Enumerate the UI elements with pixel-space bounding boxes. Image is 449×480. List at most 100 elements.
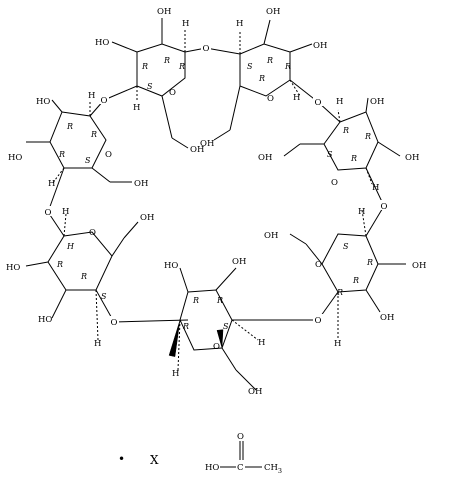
glycosidic-bond	[365, 167, 385, 207]
hydroxymethyl-label: OH	[134, 179, 148, 189]
hydrogen-label: H	[62, 207, 69, 217]
hydroxymethyl-bond	[161, 95, 173, 139]
glycosidic-oxygen-label: O	[315, 316, 322, 326]
glycosidic-bridge: O	[289, 79, 341, 123]
acetic-hydroxyl-label: HO	[205, 463, 219, 473]
hydrogen-bond	[95, 289, 99, 341]
stereo-descriptor: H	[66, 242, 75, 251]
glycosidic-oxygen-label: O	[203, 44, 210, 54]
hydroxyl-label: HO	[36, 97, 50, 107]
hydroxymethyl-bond	[229, 85, 241, 131]
stereo-descriptor: R	[284, 62, 291, 71]
glycosidic-bridge: O	[365, 167, 389, 237]
hydroxymethyl-oh-bond	[123, 221, 139, 239]
hydrogen-bond	[361, 209, 367, 237]
hydroxyl-label: OH	[412, 261, 426, 271]
label-mask	[109, 316, 119, 326]
hydroxyl-label: OH	[405, 153, 419, 163]
hydroxyl-label: HO	[164, 261, 178, 271]
hydroxyl-bond	[111, 41, 138, 53]
label-mask	[99, 94, 109, 104]
stereo-wedge-bond	[168, 319, 181, 357]
label-mask	[313, 96, 323, 106]
hydrogen-label: H	[182, 19, 189, 29]
stereo-descriptor: R	[56, 260, 63, 269]
hydroxyl-label: OH	[266, 7, 280, 17]
stereo-wedge-bond	[216, 329, 224, 349]
hydrogen-label: H	[336, 97, 343, 107]
glycosidic-links: O O O O O O O	[43, 42, 389, 328]
hydroxyl-bond	[365, 97, 369, 113]
hydrogen-bond	[63, 213, 67, 237]
hydroxymethyl-label: OH	[140, 213, 154, 223]
ring-oxygen-label: O	[169, 88, 176, 98]
ring-oxygen-label: O	[267, 94, 274, 104]
hydroxyl-bond	[377, 141, 401, 157]
hydroxymethyl-label: OH	[200, 139, 214, 149]
hydrogen-label: H	[293, 93, 300, 103]
glycosidic-bond	[103, 85, 138, 101]
hydroxyl-label: OH	[232, 257, 246, 267]
hydrogen-label: H	[133, 103, 140, 113]
hydroxymethyl-label: OH	[258, 153, 272, 163]
hydroxymethyl-bond	[221, 347, 237, 371]
hydroxyl-label: OH	[370, 97, 384, 107]
stereo-descriptor: R	[266, 56, 273, 65]
ring-oxygen-label: O	[105, 150, 112, 160]
stereo-descriptor: S	[101, 292, 107, 301]
hydrogen-label: H	[236, 19, 243, 29]
hydrogen-label: H	[258, 338, 265, 348]
methyl-subscript: 3	[278, 467, 282, 475]
hydrogen-label: H	[88, 91, 95, 101]
stereo-descriptor: S	[223, 322, 229, 331]
hydroxyl-label: HO	[8, 153, 22, 163]
glycosidic-oxygen-label: O	[45, 208, 52, 218]
hydroxyl-bond	[263, 19, 271, 45]
hydrogen-bond	[289, 79, 301, 97]
glycosidic-oxygen-label: O	[381, 202, 388, 212]
stereo-descriptor: S	[85, 156, 91, 165]
stereo-descriptor: R	[342, 126, 349, 135]
stereo-descriptor: R	[352, 276, 359, 285]
hydroxymethyl-oh-bond	[213, 129, 231, 141]
hydroxymethyl-bond	[91, 167, 111, 183]
hydrogen-bond	[177, 319, 181, 371]
hydroxymethyl-oh-bond	[171, 137, 189, 149]
label-mask	[201, 42, 211, 52]
hydroxyl-label: HO	[6, 263, 20, 273]
ring-oxygen-label: O	[213, 342, 220, 352]
stereo-descriptor: R	[192, 296, 199, 305]
stereo-descriptor: R	[336, 288, 343, 297]
stereo-descriptor: R	[163, 56, 170, 65]
hydrogen-label: H	[172, 369, 179, 379]
glycosidic-oxygen-label: O	[315, 98, 322, 108]
hydroxyl-label: OH	[313, 41, 327, 51]
hydrogen-label: H	[358, 207, 365, 217]
hydroxymethyl-oh-bond	[289, 233, 307, 245]
glycosidic-bond	[205, 47, 241, 55]
stereo-descriptor: R	[216, 296, 223, 305]
hydroxyl-label: HO	[95, 38, 109, 48]
stereo-descriptor: R	[66, 122, 73, 131]
hydroxymethyl-bond	[111, 237, 125, 257]
hydroxyl-bond	[179, 267, 189, 293]
stereo-descriptor: R	[366, 258, 373, 267]
hydrogen-label: H	[94, 339, 101, 349]
stereo-descriptor: S	[327, 150, 333, 159]
hydroxymethyl-oh-bond	[283, 143, 301, 157]
label-mask	[313, 314, 323, 324]
multiplier-x: X	[150, 453, 159, 467]
stereo-descriptor: R	[80, 272, 87, 281]
stereo-descriptor: R	[182, 322, 189, 331]
ring-oxygen-label: O	[315, 260, 322, 270]
hydroxyl-label: OH	[157, 7, 171, 17]
hydroxyl-bond	[289, 43, 313, 53]
label-mask	[43, 206, 53, 216]
